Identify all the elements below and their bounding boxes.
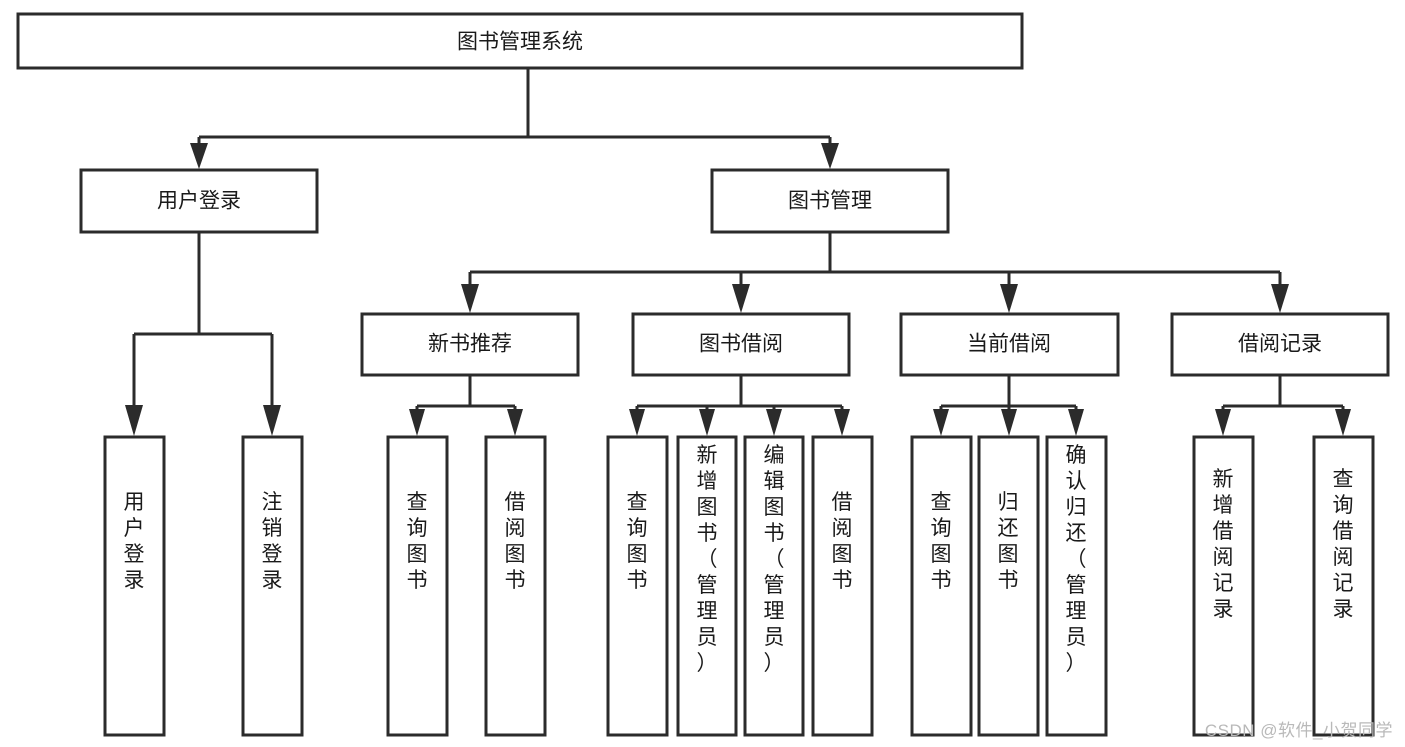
arrowhead-bm-to-book-borrow — [732, 284, 750, 313]
node-leaf-user-login[interactable]: 用户登录 — [103, 435, 166, 737]
connector-group-new-book-recommend — [409, 375, 523, 436]
node-leaf-query-borrow-record[interactable]: 查询借阅记录 — [1312, 435, 1375, 737]
node-root-label: 图书管理系统 — [457, 31, 583, 54]
node-leaf-add-borrow-record-box[interactable] — [1192, 435, 1255, 737]
node-leaf-borrow-book-recommend-box[interactable] — [484, 435, 547, 737]
node-leaf-edit-book-admin-box[interactable] — [743, 435, 805, 737]
arrowhead-bb-leaf-4 — [834, 409, 850, 436]
node-leaf-confirm-return-admin-box[interactable] — [1045, 435, 1108, 737]
node-leaf-query-book-recommend[interactable]: 查询图书 — [386, 435, 449, 737]
connector-group-borrow-record — [1215, 375, 1351, 436]
node-leaf-query-book-borrow-box[interactable] — [606, 435, 669, 737]
node-leaf-logout[interactable]: 注销登录 — [241, 435, 304, 737]
arrowhead-user-login-leaf-2 — [263, 405, 281, 436]
arrowhead-bb-leaf-1 — [629, 409, 645, 436]
node-borrow-record[interactable]: 借阅记录 — [1170, 312, 1390, 377]
node-leaf-logout-label: 注销登录 — [262, 491, 283, 592]
node-book-management-label: 图书管理 — [788, 190, 872, 213]
node-leaf-user-login-box[interactable] — [103, 435, 166, 737]
node-leaf-query-book-current[interactable]: 查询图书 — [910, 435, 973, 737]
node-user-login-box[interactable] — [79, 168, 319, 234]
node-new-book-recommend-label: 新书推荐 — [428, 333, 512, 356]
arrowhead-bb-leaf-3 — [766, 409, 782, 436]
node-leaf-add-borrow-record[interactable]: 新增借阅记录 — [1192, 435, 1255, 737]
node-leaf-query-book-borrow-label: 查询图书 — [627, 491, 648, 592]
arrowhead-bm-to-new-book-recommend — [461, 284, 479, 313]
node-leaf-query-book-recommend-box[interactable] — [386, 435, 449, 737]
node-new-book-recommend-box[interactable] — [360, 312, 580, 377]
node-leaf-add-book-admin[interactable]: 新增图书（管理员） — [676, 435, 738, 737]
arrowhead-cb-leaf-2 — [1001, 409, 1017, 436]
node-leaf-edit-book-admin-label: 编辑图书（管理员） — [764, 444, 785, 675]
node-leaf-query-book-borrow[interactable]: 查询图书 — [606, 435, 669, 737]
node-leaf-edit-book-admin[interactable]: 编辑图书（管理员） — [743, 435, 805, 737]
arrowhead-cb-leaf-1 — [933, 409, 949, 436]
arrowhead-bm-to-current-borrow — [1000, 284, 1018, 313]
arrowhead-bm-to-borrow-record — [1271, 284, 1289, 313]
node-leaf-query-book-current-box[interactable] — [910, 435, 973, 737]
node-leaf-return-book-label: 归还图书 — [998, 491, 1019, 592]
arrowhead-root-to-user-login — [190, 143, 208, 169]
node-leaf-borrow-book-box[interactable] — [811, 435, 874, 737]
node-current-borrow-label: 当前借阅 — [967, 333, 1051, 356]
connector-group-current-borrow — [933, 375, 1084, 436]
node-leaf-add-book-admin-label: 新增图书（管理员） — [697, 444, 718, 675]
node-leaf-query-borrow-record-box[interactable] — [1312, 435, 1375, 737]
node-leaf-add-book-admin-box[interactable] — [676, 435, 738, 737]
connector-group-book-management — [461, 232, 1289, 313]
arrowhead-cb-leaf-3 — [1068, 409, 1084, 436]
node-user-login-label: 用户登录 — [157, 190, 241, 213]
arrowhead-root-to-book-management — [821, 143, 839, 169]
node-leaf-query-book-current-label: 查询图书 — [931, 491, 952, 592]
arrowhead-nbr-leaf-2 — [507, 409, 523, 436]
node-book-borrow[interactable]: 图书借阅 — [631, 312, 851, 377]
node-new-book-recommend[interactable]: 新书推荐 — [360, 312, 580, 377]
arrowhead-bb-leaf-2 — [699, 409, 715, 436]
node-leaf-return-book[interactable]: 归还图书 — [977, 435, 1040, 737]
node-current-borrow[interactable]: 当前借阅 — [899, 312, 1120, 377]
node-book-management[interactable]: 图书管理 — [710, 168, 950, 234]
arrowhead-user-login-leaf-1 — [125, 405, 143, 436]
node-leaf-user-login-label: 用户登录 — [124, 491, 145, 592]
arrowhead-br-leaf-1 — [1215, 409, 1231, 436]
node-root[interactable]: 图书管理系统 — [16, 12, 1024, 70]
node-leaf-confirm-return-admin[interactable]: 确认归还（管理员） — [1045, 435, 1108, 737]
node-root-box[interactable] — [16, 12, 1024, 70]
connector-group-root — [190, 68, 839, 169]
node-current-borrow-box[interactable] — [899, 312, 1120, 377]
node-user-login[interactable]: 用户登录 — [79, 168, 319, 234]
node-leaf-borrow-book-recommend-label: 借阅图书 — [505, 491, 526, 592]
watermark-label: CSDN @软件_小贺同学 — [1204, 721, 1393, 740]
node-leaf-query-borrow-record-label: 查询借阅记录 — [1333, 468, 1354, 621]
node-book-borrow-label: 图书借阅 — [699, 333, 783, 356]
connector-group-user-login — [125, 232, 281, 436]
node-leaf-query-book-recommend-label: 查询图书 — [407, 491, 428, 592]
node-leaf-return-book-box[interactable] — [977, 435, 1040, 737]
node-leaf-borrow-book-label: 借阅图书 — [832, 491, 853, 592]
connector-group-book-borrow — [629, 375, 850, 436]
node-borrow-record-label: 借阅记录 — [1238, 333, 1322, 356]
node-leaf-confirm-return-admin-label: 确认归还（管理员） — [1066, 444, 1087, 675]
node-book-management-box[interactable] — [710, 168, 950, 234]
node-leaf-borrow-book[interactable]: 借阅图书 — [811, 435, 874, 737]
node-leaf-logout-box[interactable] — [241, 435, 304, 737]
arrowhead-br-leaf-2 — [1335, 409, 1351, 436]
node-borrow-record-box[interactable] — [1170, 312, 1390, 377]
node-book-borrow-box[interactable] — [631, 312, 851, 377]
node-leaf-borrow-book-recommend[interactable]: 借阅图书 — [484, 435, 547, 737]
arrowhead-nbr-leaf-1 — [409, 409, 425, 436]
node-leaf-add-borrow-record-label: 新增借阅记录 — [1213, 468, 1234, 621]
